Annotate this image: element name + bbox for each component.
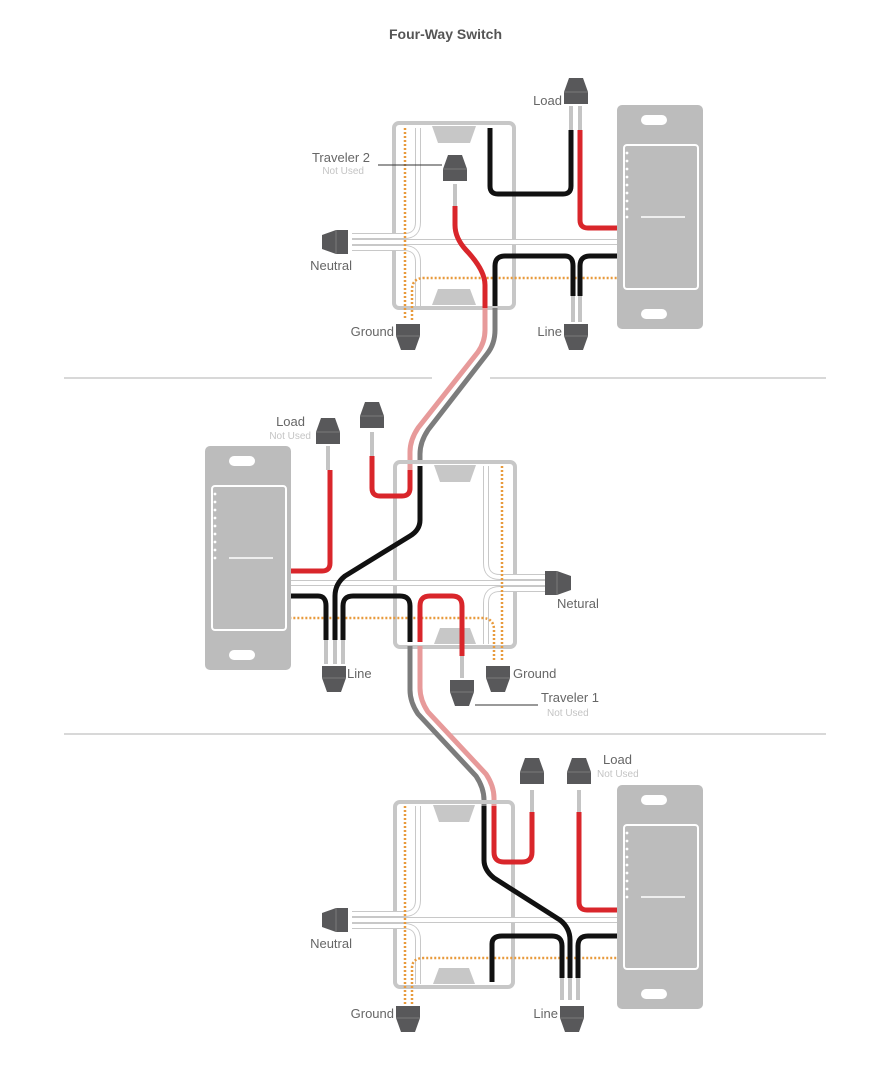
line-connector-icon [321,665,347,693]
load-note: Not Used [269,431,311,442]
ground-connector-icon [395,1005,421,1033]
traveler-2-note: Not Used [322,166,364,177]
load-connector-icon [566,757,592,785]
panel-top: Load Traveler 2 Not Used Neutral Ground … [310,77,704,351]
load-label: Load [276,414,305,429]
load-note: Not Used [597,769,639,780]
ground-label: Ground [513,666,556,681]
traveler-1-label: Traveler 1 [541,690,599,705]
ground-connector-icon [395,323,421,351]
traveler-connector-icon [359,401,385,429]
switch-plate [204,445,292,671]
neutral-connector-icon [321,229,349,255]
junction-box [393,460,517,649]
panel-middle: Load Not Used Netural Line Ground Travel… [204,401,599,719]
traveler-2-label: Traveler 2 [312,150,370,165]
traveler-1-note: Not Used [547,708,589,719]
load-connector-icon [315,417,341,445]
ground-label: Ground [351,1006,394,1021]
traveler-connector-icon [519,757,545,785]
load-connector-icon [563,77,589,105]
panel-bottom: Load Not Used Neutral Ground Line [310,752,704,1033]
neutral-connector-icon [544,570,572,596]
ground-connector-icon [485,665,511,693]
neutral-connector-icon [321,907,349,933]
line-label: Line [533,1006,558,1021]
switch-plate [616,784,704,1010]
line-label: Line [537,324,562,339]
switch-plate [616,104,704,330]
load-label: Load [603,752,632,767]
neutral-label: Neutral [310,936,352,951]
line-connector-icon [563,323,589,351]
neutral-label: Neutral [310,258,352,273]
neutral-label: Netural [557,596,599,611]
ground-label: Ground [351,324,394,339]
load-label: Load [533,93,562,108]
line-label: Line [347,666,372,681]
diagram-title: Four-Way Switch [388,26,503,42]
traveler-1-connector-icon [449,679,475,707]
line-connector-icon [559,1005,585,1033]
junction-box [393,800,515,989]
